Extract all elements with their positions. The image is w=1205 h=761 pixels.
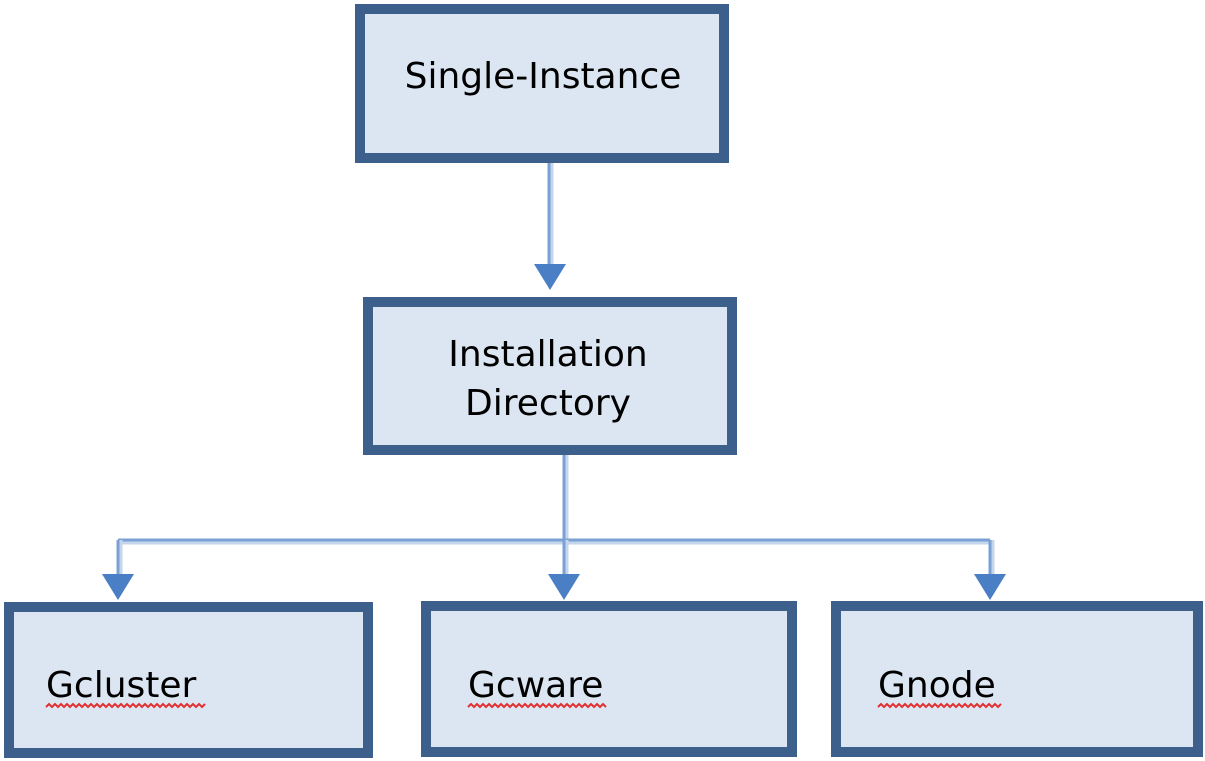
arrow-to-middle xyxy=(534,264,566,290)
node-single-instance-label: Single-Instance xyxy=(405,56,682,97)
node-gnode-box xyxy=(831,601,1203,757)
node-single-instance[interactable]: Single-Instance xyxy=(355,4,729,163)
node-single-instance-box xyxy=(355,4,729,163)
node-gnode-label: Gnode xyxy=(878,665,996,706)
node-gcluster-label: Gcluster xyxy=(46,665,197,706)
node-installation-directory-label-line1: Installation xyxy=(448,334,647,375)
spellcheck-underline-gcluster xyxy=(45,702,206,709)
arrow-to-gcluster xyxy=(102,574,134,600)
node-gcluster-box xyxy=(4,602,373,758)
spellcheck-underline-gnode xyxy=(877,702,1002,709)
spellcheck-underline-gcware xyxy=(467,702,607,709)
node-gcware-label: Gcware xyxy=(468,665,603,706)
node-installation-directory-box xyxy=(363,297,737,455)
arrow-to-gcware xyxy=(548,574,580,600)
node-gcware-box xyxy=(421,601,797,757)
node-installation-directory-label-line2: Directory xyxy=(465,383,631,424)
node-gcluster[interactable]: Gcluster xyxy=(4,602,373,758)
arrow-to-gnode xyxy=(974,574,1006,600)
node-gcware[interactable]: Gcware xyxy=(421,601,797,757)
node-gnode[interactable]: Gnode xyxy=(831,601,1203,757)
node-installation-directory[interactable]: Installation Directory xyxy=(363,297,737,455)
